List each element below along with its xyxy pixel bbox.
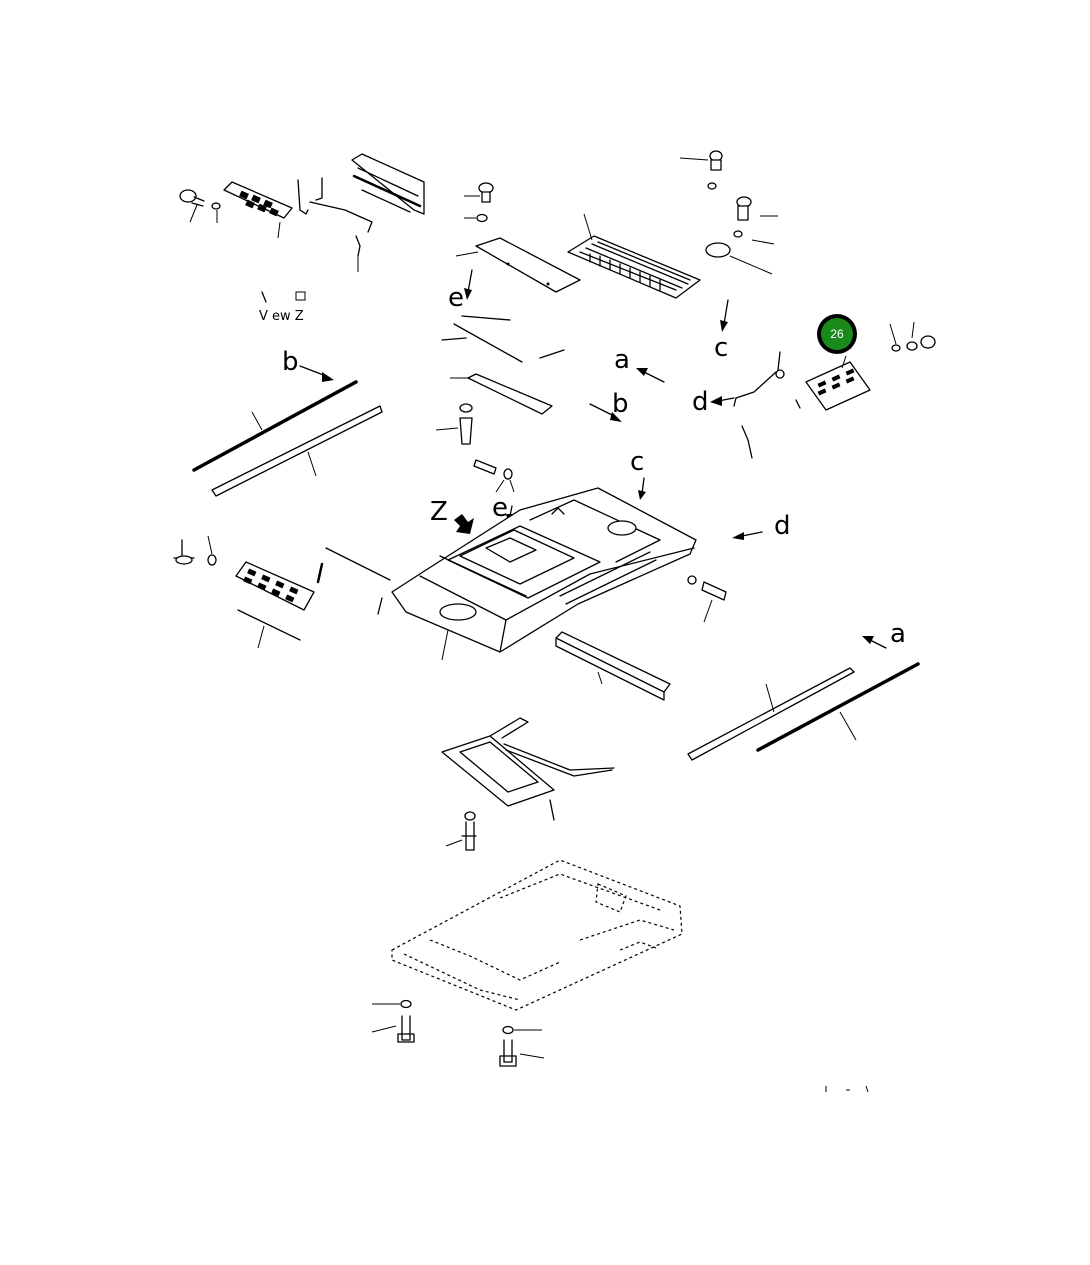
callout-e-top: e [448, 283, 464, 313]
callout-b-right: b [612, 389, 629, 419]
callout-c-top: c [714, 333, 728, 363]
left-strips [192, 380, 383, 497]
lower-left-grille [173, 535, 315, 649]
grille-mesh [579, 241, 691, 291]
top-grille-group [567, 150, 778, 332]
main-deck [316, 487, 697, 661]
part-number-label: 26 [830, 327, 844, 341]
cover-plate-group [435, 182, 581, 493]
base-bolts [371, 999, 545, 1067]
callout-a-top: a [614, 345, 630, 375]
callout-d-left: d [692, 387, 709, 417]
lower-right-strips [555, 575, 920, 761]
view-z-detail: V ew Z [179, 153, 425, 324]
callout-a-bottom: a [890, 619, 906, 649]
base-frame [391, 859, 683, 1011]
figure-reference-mark [825, 1085, 869, 1093]
callout-b-left: b [282, 347, 299, 377]
callout-c-mid: c [630, 447, 644, 477]
callout-d-right: d [774, 511, 791, 541]
view-z-label: V ew Z [259, 309, 304, 324]
part-number-badge[interactable]: 26 [817, 314, 857, 354]
callout-e-mid: e [492, 493, 508, 523]
lower-bracket [441, 717, 615, 851]
callout-z: Z [430, 497, 448, 527]
callouts: b a c b d e c e Z d a [282, 283, 906, 649]
side-grille-group: 26 [710, 314, 936, 459]
